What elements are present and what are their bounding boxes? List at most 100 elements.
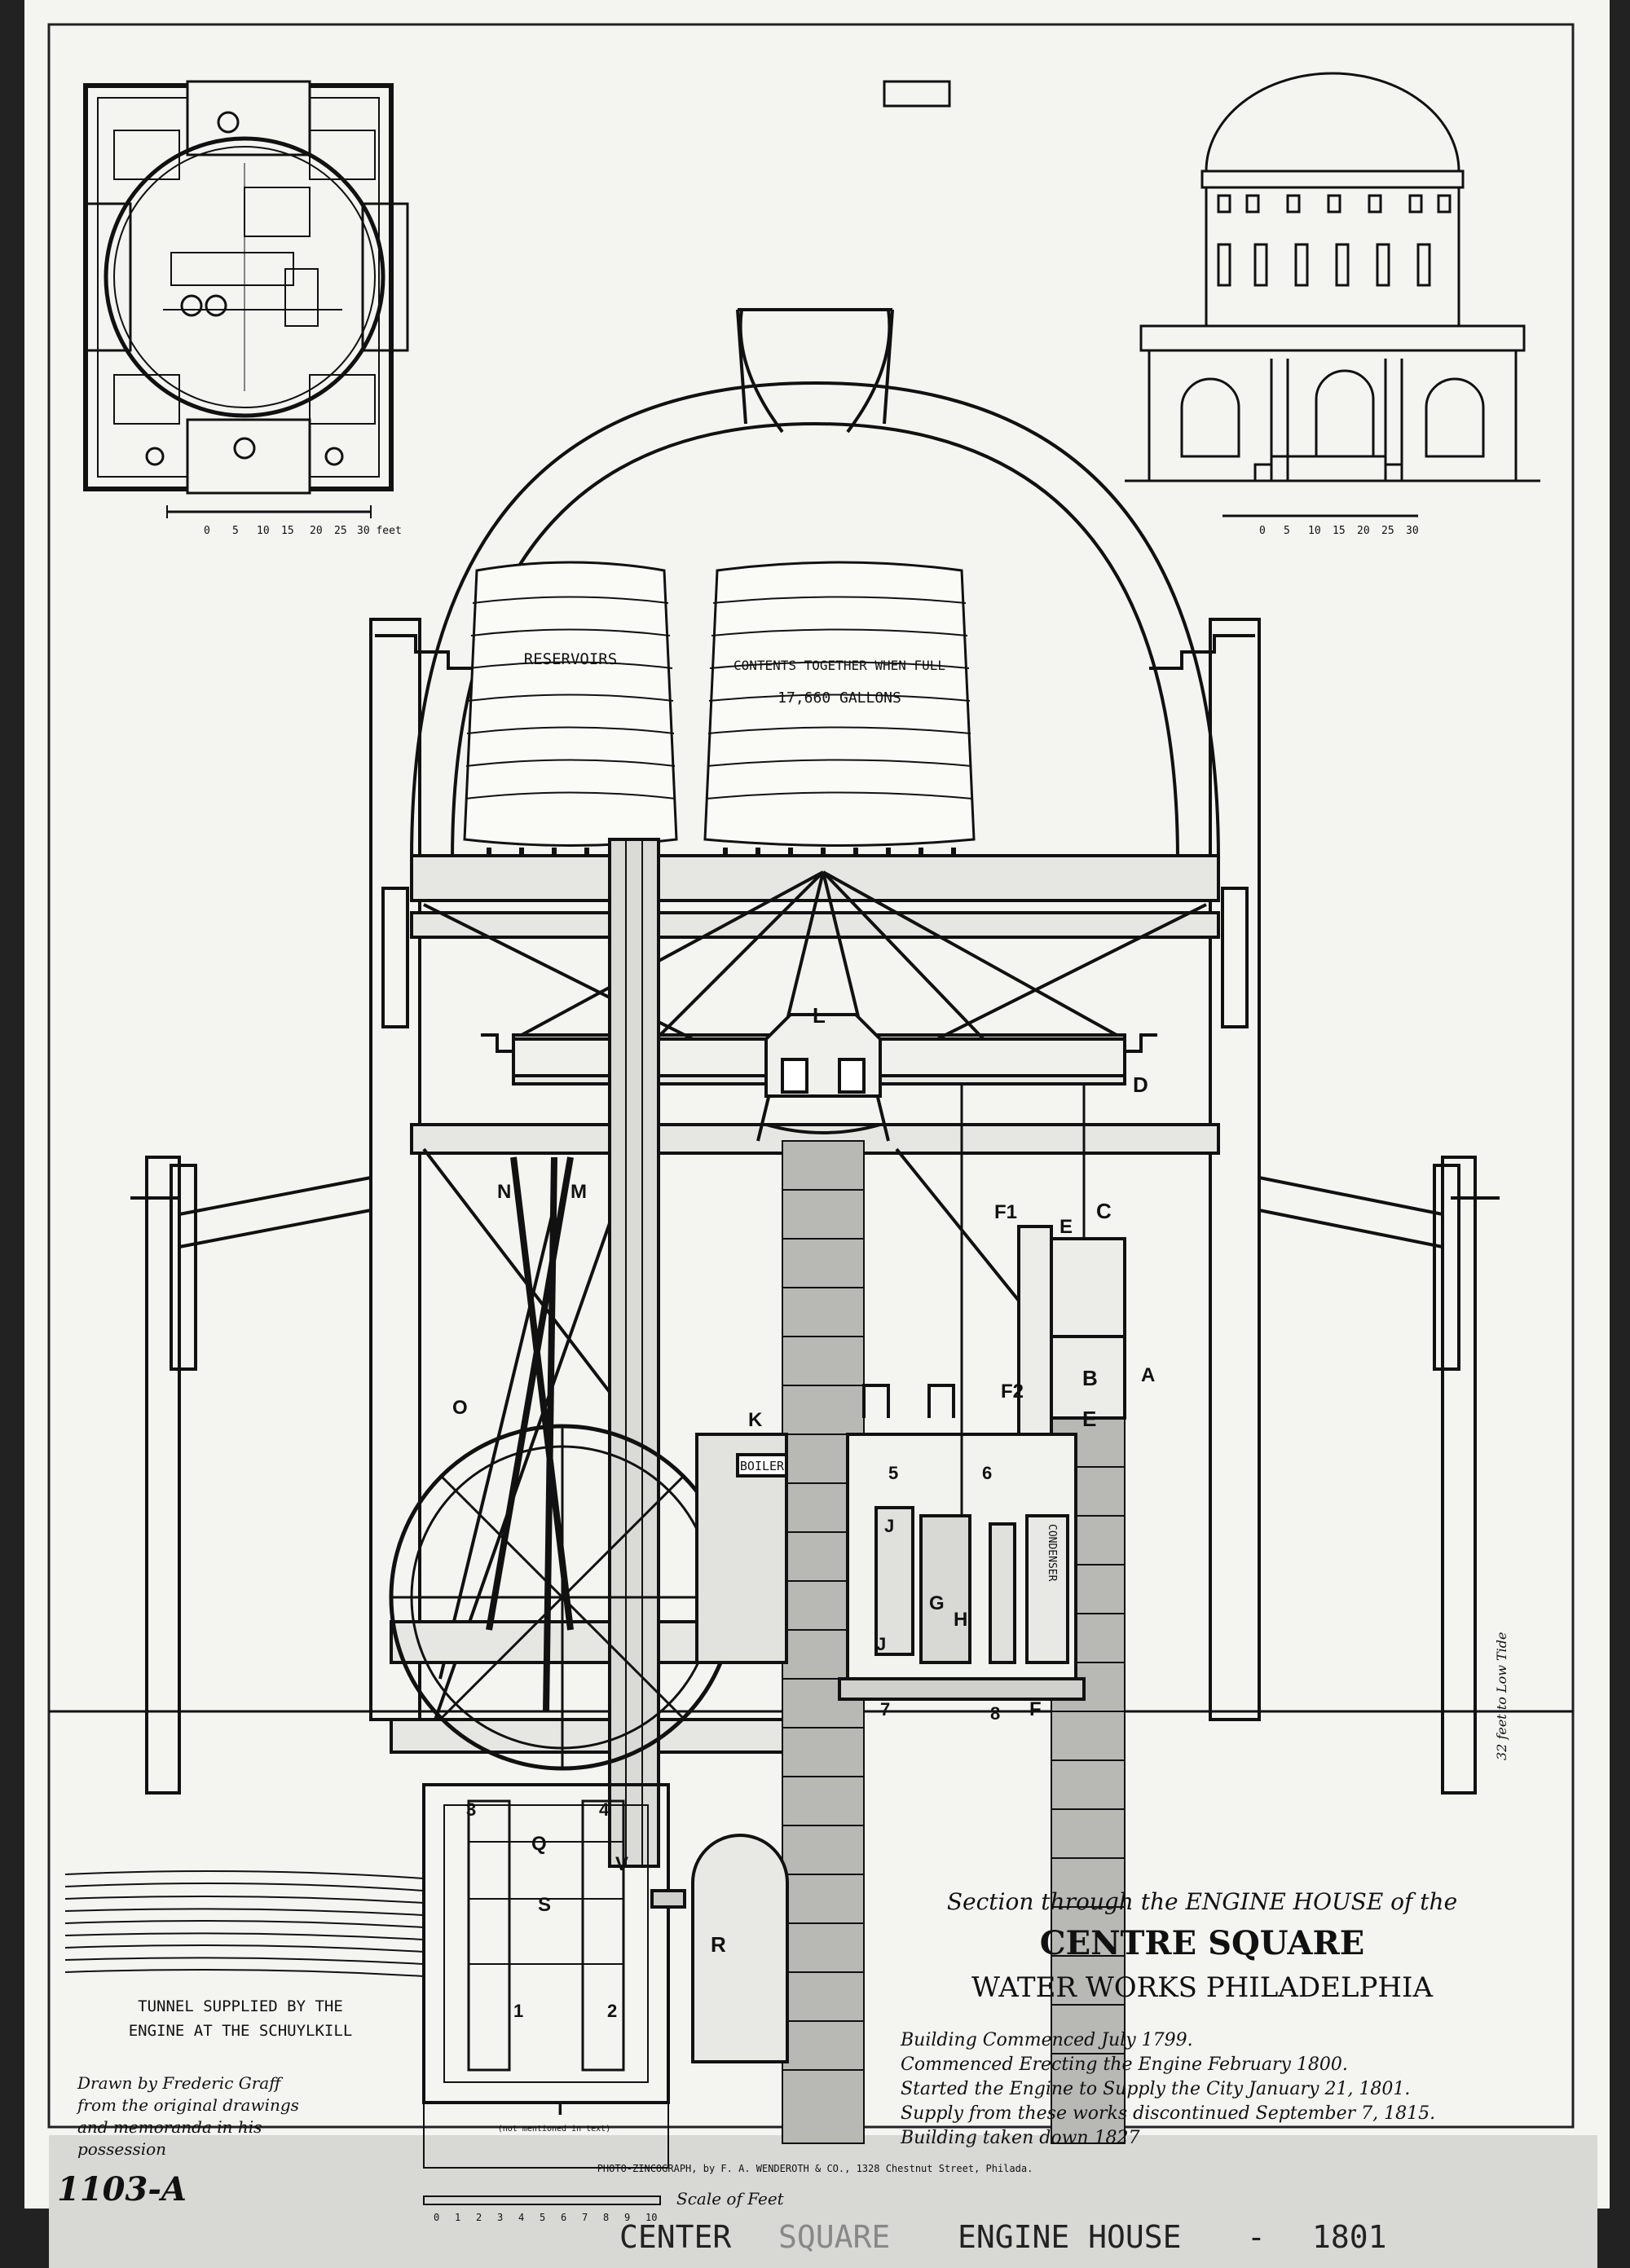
history-line: Supply from these works discontinued Sep… [901, 2103, 1435, 2124]
label-J-lower: J [876, 1634, 886, 1654]
label-Q: Q [531, 1833, 547, 1855]
label-T: T [554, 2098, 566, 2120]
label-E-upper: E [1060, 1216, 1073, 1238]
elev-scale-tick: 30 [1406, 525, 1419, 537]
plan-scale: 0 5 10 15 20 25 30 feet [166, 505, 402, 537]
label-4: 4 [599, 1799, 610, 1820]
scale-tick: 7 [582, 2212, 588, 2223]
label-F: F [1029, 1698, 1042, 1720]
label-6: 6 [982, 1463, 992, 1483]
plan-scale-tick: 20 [310, 525, 323, 537]
low-tide-note: 32 feet to Low Tide [1494, 1632, 1509, 1760]
printer-credit: PHOTO-ZINCOGRAPH, by F. A. WENDEROTH & C… [597, 2163, 1033, 2174]
label-S: S [538, 1894, 551, 1916]
caption-word: 1801 [1312, 2219, 1387, 2255]
scale-tick: 5 [540, 2212, 545, 2223]
plate-number: 1103-A [57, 2170, 187, 2209]
tunnel-note-line: ENGINE AT THE SCHUYLKILL [129, 2022, 353, 2040]
plan-scale-tick: 15 [281, 525, 294, 537]
tunnel-note-line: TUNNEL SUPPLIED BY THE [138, 1997, 343, 2015]
elev-scale-tick: 5 [1284, 525, 1290, 537]
history-line: Commenced Erecting the Engine February 1… [901, 2054, 1348, 2075]
plan-scale-tick: 10 [257, 525, 270, 537]
plan-scale-tick: 0 [204, 525, 210, 537]
plan-scale-tick: 5 [232, 525, 239, 537]
drawn-by-line: and memoranda in his [77, 2117, 262, 2137]
floor-plan [83, 80, 409, 495]
title-line-2: CENTRE SQUARE [1040, 1924, 1364, 1962]
plan-scale-tick: 30 feet [357, 525, 402, 537]
label-R: R [711, 1932, 726, 1957]
label-7: 7 [880, 1699, 890, 1720]
drawn-by-line: possession [77, 2139, 166, 2159]
scale-tick: 3 [497, 2212, 503, 2223]
caption-word: CENTER [619, 2219, 731, 2255]
scale-tick: 8 [603, 2212, 609, 2223]
drawn-by-line: Drawn by Frederic Graff [77, 2073, 284, 2093]
history-line: Building taken down 1827 [900, 2128, 1140, 2148]
label-5: 5 [888, 1463, 898, 1483]
label-E-lower: E [1082, 1407, 1096, 1431]
elev-scale-tick: 15 [1333, 525, 1346, 537]
boiler [695, 1433, 788, 1664]
caption-word: - [1247, 2219, 1266, 2255]
scale-tick: 4 [518, 2212, 524, 2223]
caption-word: SQUARE [778, 2219, 890, 2255]
elev-scale-tick: 25 [1381, 525, 1394, 537]
drawn-by-line: from the original drawings [76, 2095, 299, 2115]
T-note: (not mentioned in text) [498, 2125, 610, 2134]
history-notes: Building Commenced July 1799. Commenced … [900, 2030, 1435, 2148]
label-G: G [929, 1592, 945, 1614]
reservoir-left [463, 561, 678, 864]
caption-strip [49, 2135, 1597, 2268]
pump-column [608, 838, 660, 1868]
scale-tick: 10 [645, 2212, 657, 2223]
elevation-scale: 0 5 10 15 20 25 30 [1222, 514, 1419, 537]
history-line: Started the Engine to Supply the City Ja… [901, 2079, 1410, 2099]
title-line-3: WATER WORKS PHILADELPHIA [971, 1971, 1433, 2004]
label-H: H [954, 1609, 967, 1631]
elev-scale-tick: 10 [1308, 525, 1321, 537]
tunnel [64, 1870, 425, 2062]
label-B: B [1082, 1366, 1098, 1390]
label-F2: F2 [1001, 1381, 1024, 1403]
label-2: 2 [607, 2001, 617, 2021]
scale-tick: 9 [624, 2212, 630, 2223]
label-C: C [1096, 1199, 1112, 1223]
label-A: A [1141, 1364, 1155, 1386]
label-O: O [452, 1397, 468, 1419]
brick-pier [782, 1140, 1126, 2144]
title-block: Section through the ENGINE HOUSE of the … [947, 1888, 1457, 2004]
label-1: 1 [513, 2001, 523, 2021]
caption: CENTER SQUARE ENGINE HOUSE - 1801 [619, 2219, 1387, 2255]
label-J-upper: J [884, 1516, 894, 1536]
reservoir-right [703, 561, 976, 864]
label-3: 3 [466, 1799, 476, 1820]
boiler-label: BOILER [740, 1459, 785, 1473]
front-elevation [883, 72, 1540, 482]
reservoir-contents-label: CONTENTS TOGETHER WHEN FULL [734, 658, 945, 673]
part-labels: L D N M F1 C E A B F2 E K BOILER O 5 6 J… [452, 1003, 1155, 2134]
label-N: N [497, 1181, 511, 1203]
steam-engine [838, 1084, 1126, 1701]
label-D: D [1133, 1072, 1148, 1097]
plan-scale-tick: 25 [334, 525, 347, 537]
history-line: Building Commenced July 1799. [900, 2030, 1193, 2050]
title-line-1: Section through the ENGINE HOUSE of the [947, 1888, 1457, 1915]
label-F1: F1 [994, 1201, 1017, 1223]
elev-scale-tick: 20 [1357, 525, 1370, 537]
condenser-label: CONDENSER [1046, 1524, 1058, 1582]
label-V: V [615, 1853, 628, 1875]
pump-well [422, 1783, 789, 2169]
label-L: L [813, 1003, 826, 1028]
reservoir-label: RESERVOIRS [524, 650, 617, 668]
scale-tick: 1 [455, 2212, 460, 2223]
reservoir-capacity: 17,660 GALLONS [778, 689, 901, 707]
label-8: 8 [990, 1703, 1000, 1724]
caption-word: ENGINE HOUSE [958, 2219, 1182, 2255]
label-M: M [570, 1181, 587, 1203]
drawn-by-note: Drawn by Frederic Graff from the origina… [76, 2073, 299, 2159]
elev-scale-tick: 0 [1259, 525, 1266, 537]
